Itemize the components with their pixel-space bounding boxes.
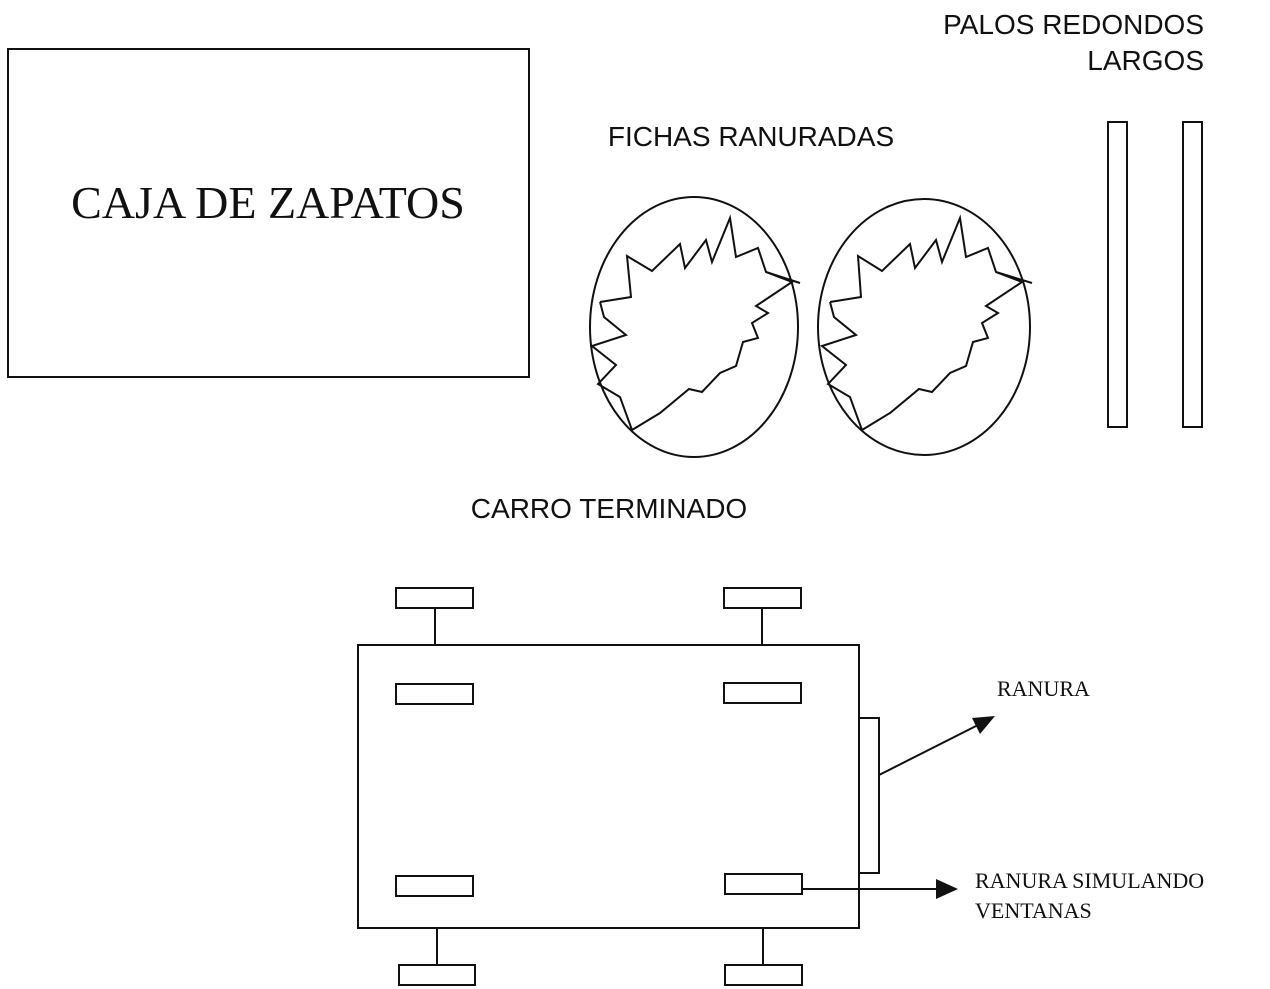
window-slot-top-right <box>723 682 802 704</box>
finished-car <box>357 587 880 986</box>
shoebox-label: CAJA DE ZAPATOS <box>71 177 465 228</box>
wheel-bottom-left <box>398 964 476 986</box>
round-stick-2 <box>1182 121 1203 428</box>
window-slot-label-line2: VENTANAS <box>975 898 1092 923</box>
wheel-top-left <box>395 587 474 609</box>
window-slot-bottom-right <box>724 873 803 895</box>
window-slot-arrowhead <box>936 879 958 899</box>
window-slot-arrow <box>802 879 958 899</box>
side-slot <box>858 717 880 874</box>
round-stick-1 <box>1107 121 1128 428</box>
slot-arrowhead <box>972 716 995 734</box>
tokens-label: FICHAS RANURADAS <box>608 121 894 152</box>
token-1-slot <box>589 214 795 432</box>
window-slot-bottom-left <box>395 875 474 897</box>
sticks-label-line2: LARGOS <box>1087 45 1204 76</box>
window-slot-label-line1: RANURA SIMULANDO <box>975 868 1204 893</box>
slotted-token-1 <box>589 196 801 458</box>
token-1-outline <box>589 196 799 458</box>
slotted-token-2 <box>817 198 1033 456</box>
slot-label: RANURA <box>997 676 1090 701</box>
slot-arrow-line <box>878 723 981 776</box>
token-2-slot <box>819 214 1025 432</box>
token-2-slot-tail <box>995 271 1033 284</box>
token-1-slot-tail <box>765 271 801 284</box>
sticks-label-line1: PALOS REDONDOS <box>943 9 1204 40</box>
car-label: CARRO TERMINADO <box>471 493 747 524</box>
shoebox: CAJA DE ZAPATOS <box>7 48 530 378</box>
slot-arrow <box>878 716 995 776</box>
token-2-outline <box>817 198 1031 456</box>
window-slot-top-left <box>395 683 474 705</box>
shoebox-rect <box>7 48 530 378</box>
wheel-top-right <box>723 587 802 609</box>
wheel-bottom-right <box>724 964 803 986</box>
